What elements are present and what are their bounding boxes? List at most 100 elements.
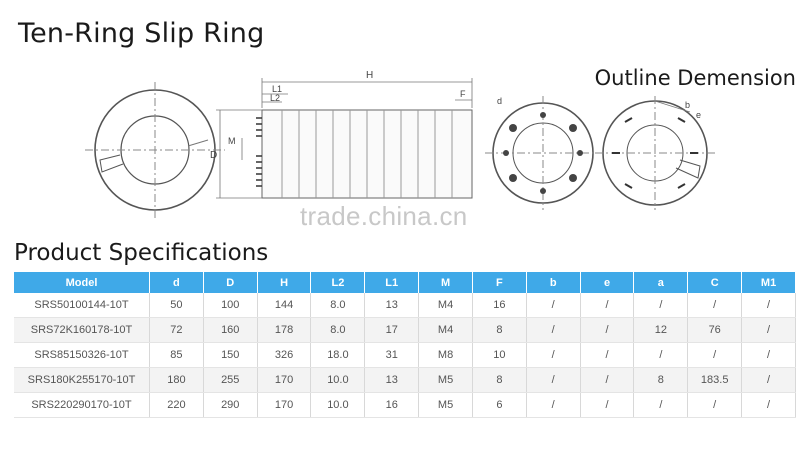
front-end-view bbox=[485, 96, 600, 210]
cell: / bbox=[580, 317, 635, 343]
cell: / bbox=[633, 342, 689, 368]
cell: 10.0 bbox=[310, 367, 366, 393]
cell: 85 bbox=[149, 342, 204, 368]
table-row: SRS180K255170-10T 180 255 170 10.0 13 M5… bbox=[14, 367, 796, 393]
cell: 6 bbox=[472, 392, 527, 418]
cell: 13 bbox=[364, 293, 420, 318]
cell: SRS180K255170-10T bbox=[14, 367, 150, 393]
cell: 8 bbox=[472, 317, 527, 343]
left-end-view bbox=[85, 82, 225, 218]
cell: / bbox=[741, 342, 796, 368]
cell: 150 bbox=[203, 342, 258, 368]
table-header-row: Model d D H L2 L1 M F b e a C M1 bbox=[14, 272, 796, 293]
cell: 8.0 bbox=[310, 293, 366, 318]
cell: M4 bbox=[418, 293, 473, 318]
cell: / bbox=[741, 392, 796, 418]
cell: 100 bbox=[203, 293, 258, 318]
dim-label-M: M bbox=[228, 136, 236, 146]
cell: 8.0 bbox=[310, 317, 366, 343]
dim-label-H: H bbox=[366, 70, 373, 81]
cell: / bbox=[580, 293, 635, 318]
cell: 76 bbox=[687, 317, 743, 343]
cell: 170 bbox=[257, 367, 312, 393]
cell: 16 bbox=[364, 392, 420, 418]
dim-label-L1: L1 bbox=[272, 84, 282, 94]
col-header-C: C bbox=[687, 272, 743, 293]
side-view bbox=[216, 78, 473, 199]
outline-drawing: H L1 L2 F M D d bbox=[85, 70, 715, 218]
cell: 170 bbox=[257, 392, 312, 418]
col-header-D: D bbox=[203, 272, 258, 293]
cell: / bbox=[580, 342, 635, 368]
outline-dimension-title: Outline Demension bbox=[594, 66, 796, 90]
cell: / bbox=[741, 367, 796, 393]
cell: M4 bbox=[418, 317, 473, 343]
col-header-F: F bbox=[472, 272, 527, 293]
cell: / bbox=[526, 342, 581, 368]
cell: 8 bbox=[472, 367, 527, 393]
col-header-L1: L1 bbox=[364, 272, 420, 293]
cell: M5 bbox=[418, 392, 473, 418]
watermark-text: trade.china.cn bbox=[300, 201, 468, 231]
col-header-model: Model bbox=[14, 272, 150, 293]
cell: 255 bbox=[203, 367, 258, 393]
col-header-L2: L2 bbox=[310, 272, 366, 293]
cell: SRS50100144-10T bbox=[14, 293, 150, 318]
col-header-d: d bbox=[149, 272, 204, 293]
cell: / bbox=[687, 342, 743, 368]
cell: 183.5 bbox=[687, 367, 743, 393]
col-header-M: M bbox=[418, 272, 473, 293]
cell: 8 bbox=[633, 367, 689, 393]
dim-label-b: b bbox=[685, 100, 690, 110]
cell: / bbox=[526, 367, 581, 393]
dim-label-F: F bbox=[460, 89, 466, 99]
cell: SRS220290170-10T bbox=[14, 392, 150, 418]
table-row: SRS220290170-10T 220 290 170 10.0 16 M5 … bbox=[14, 392, 796, 418]
cell: / bbox=[687, 293, 743, 318]
dim-label-d: d bbox=[497, 96, 502, 106]
cell: 10.0 bbox=[310, 392, 366, 418]
col-header-e: e bbox=[580, 272, 635, 293]
cell: M5 bbox=[418, 367, 473, 393]
cell: / bbox=[633, 392, 689, 418]
cell: / bbox=[526, 317, 581, 343]
dim-label-L2: L2 bbox=[270, 93, 280, 103]
cell: 13 bbox=[364, 367, 420, 393]
cell: 12 bbox=[633, 317, 689, 343]
cell: 326 bbox=[257, 342, 312, 368]
col-header-b: b bbox=[526, 272, 581, 293]
cell: 17 bbox=[364, 317, 420, 343]
table-row: SRS85150326-10T 85 150 326 18.0 31 M8 10… bbox=[14, 342, 796, 368]
cell: 144 bbox=[257, 293, 312, 318]
cell: / bbox=[580, 367, 635, 393]
cell: / bbox=[687, 392, 743, 418]
cell: 10 bbox=[472, 342, 527, 368]
cell: / bbox=[526, 293, 581, 318]
cell: / bbox=[633, 293, 689, 318]
cell: 50 bbox=[149, 293, 204, 318]
cell: SRS72K160178-10T bbox=[14, 317, 150, 343]
cell: / bbox=[741, 293, 796, 318]
page-title: Ten-Ring Slip Ring bbox=[18, 18, 265, 49]
cell: 180 bbox=[149, 367, 204, 393]
cell: 18.0 bbox=[310, 342, 366, 368]
cell: SRS85150326-10T bbox=[14, 342, 150, 368]
cell: / bbox=[741, 317, 796, 343]
dim-label-D: D bbox=[210, 150, 217, 161]
cell: M8 bbox=[418, 342, 473, 368]
cell: 178 bbox=[257, 317, 312, 343]
cell: 160 bbox=[203, 317, 258, 343]
cell: 16 bbox=[472, 293, 527, 318]
dim-label-e: e bbox=[696, 110, 701, 120]
table-row: SRS72K160178-10T 72 160 178 8.0 17 M4 8 … bbox=[14, 317, 796, 343]
spec-title: Product Specifications bbox=[14, 240, 269, 266]
cell: / bbox=[580, 392, 635, 418]
cell: 72 bbox=[149, 317, 204, 343]
spec-table: Model d D H L2 L1 M F b e a C M1 SRS5010… bbox=[14, 272, 796, 418]
col-header-M1: M1 bbox=[741, 272, 796, 293]
cell: / bbox=[526, 392, 581, 418]
cell: 220 bbox=[149, 392, 204, 418]
col-header-H: H bbox=[257, 272, 312, 293]
cell: 31 bbox=[364, 342, 420, 368]
table-row: SRS50100144-10T 50 100 144 8.0 13 M4 16 … bbox=[14, 293, 796, 318]
